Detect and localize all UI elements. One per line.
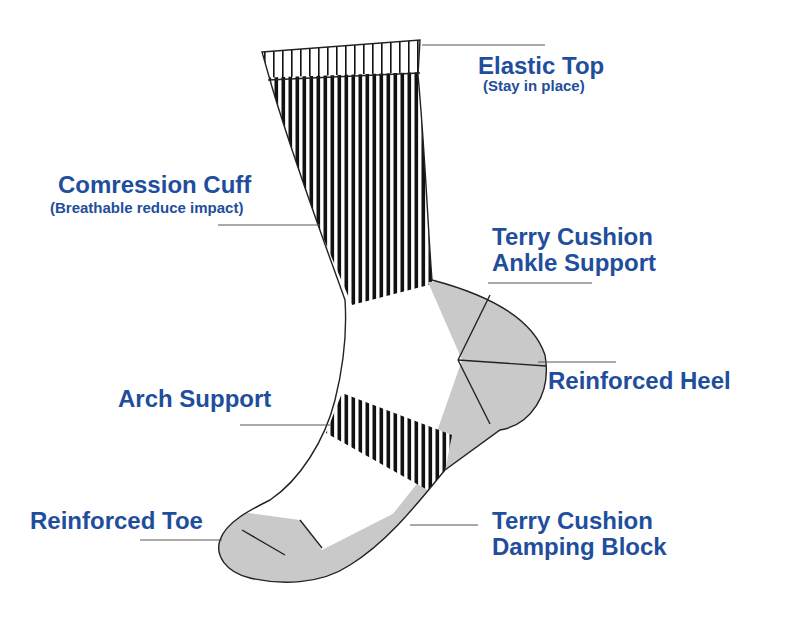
part-label: Terry Cushion Ankle Support: [492, 224, 722, 276]
part-label: Comression Cuff: [58, 172, 318, 198]
leader-lines: [140, 45, 616, 540]
part-label: Arch Support: [118, 386, 318, 412]
part-note: (Breathable reduce impact): [50, 200, 290, 216]
part-label: Reinforced Toe: [30, 508, 230, 534]
sock-outlines: [219, 40, 547, 582]
part-label: Elastic Top: [478, 53, 748, 79]
part-note: (Stay in place): [483, 78, 733, 94]
part-label: Reinforced Heel: [548, 368, 783, 394]
part-label: Terry Cushion Damping Block: [492, 508, 722, 560]
